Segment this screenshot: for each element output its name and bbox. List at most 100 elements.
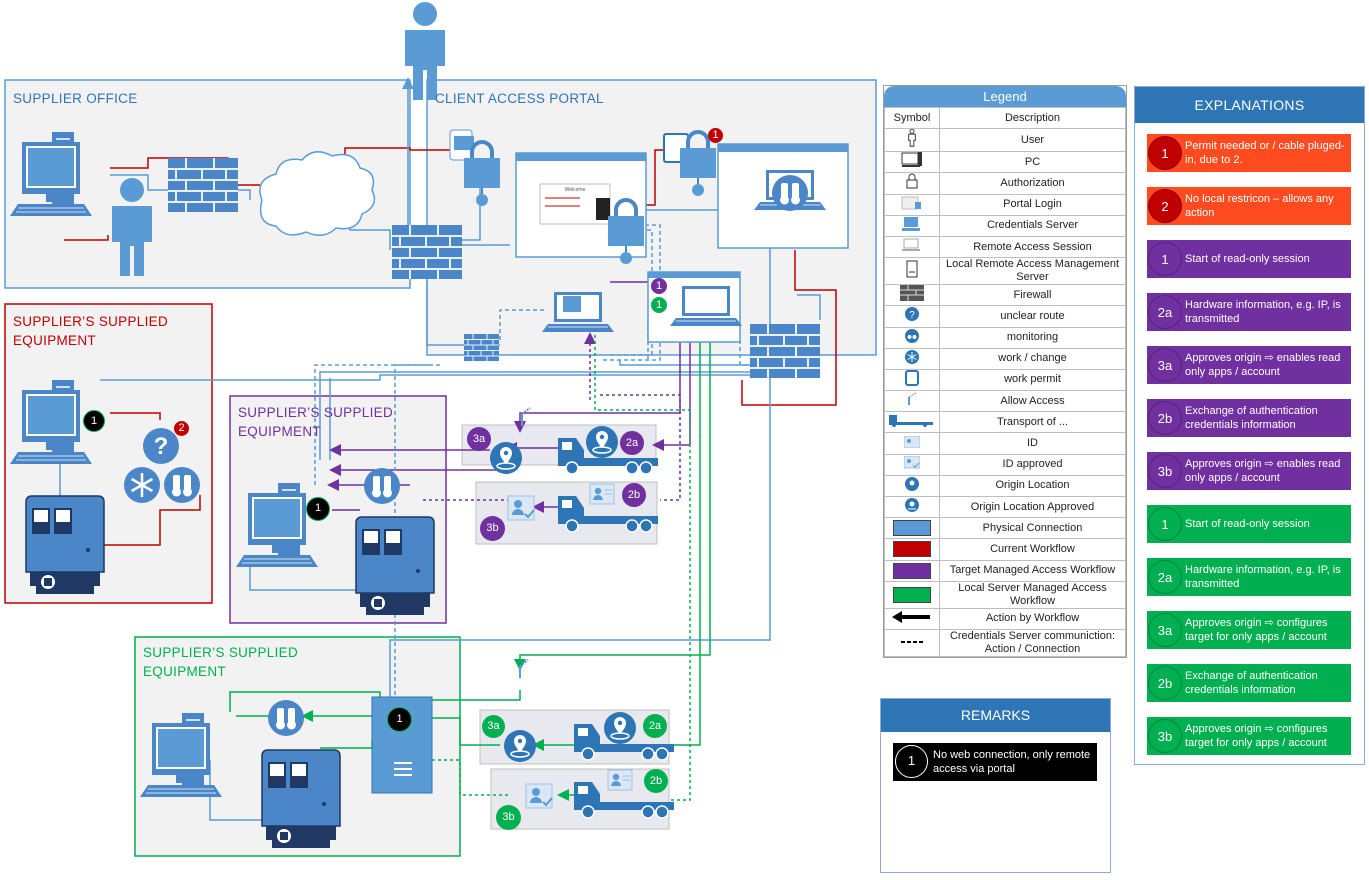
legend-row: Credentials Server communiction: Action … <box>884 628 1126 657</box>
purple-equipment-machine <box>355 516 435 616</box>
legend-row: ? unclear route <box>884 305 1126 328</box>
equipment-red-title: SUPPLIER’S SUPPLIED EQUIPMENT <box>13 314 169 348</box>
portal-login-window: Welcome <box>515 152 647 266</box>
explanation-text: Start of read-only session <box>1185 253 1310 265</box>
client-firewall <box>749 323 821 379</box>
legend-row-label: Origin Location <box>939 474 1126 498</box>
legend-row-label: unclear route <box>939 305 1126 328</box>
explanation-text: Approves origin ⇨ enables read only apps… <box>1185 352 1341 378</box>
legend-row: Local Server Managed Access Workflow <box>884 580 1126 609</box>
explanation-badge: 3a <box>1148 613 1182 647</box>
marker-green-1: 1 <box>651 297 667 313</box>
legend-row-label: Remote Access Session <box>939 235 1126 259</box>
legend-row-label: work permit <box>939 368 1126 392</box>
legend-row-label: Origin Location Approved <box>939 495 1126 519</box>
legend-col-symbol: Symbol <box>884 106 940 130</box>
legend-row-label: Credentials Server communiction: Action … <box>939 628 1126 657</box>
location-approved-icon <box>905 498 919 516</box>
explanation-text: No local restricon – allows any action <box>1185 193 1334 219</box>
question-icon: ? <box>905 307 919 325</box>
legend-row: Allow Access <box>884 390 1126 413</box>
antenna-icon <box>905 392 919 410</box>
marker-black-1-green-zone: 1 <box>387 707 412 732</box>
marker-green-2a: 2a <box>643 714 667 738</box>
explanation-badge: 3a <box>1148 348 1182 382</box>
explanation-badge: 1 <box>1148 242 1182 276</box>
supplier-office-title: SUPPLIER OFFICE <box>13 91 138 106</box>
remarks-panel: REMARKS 1 No web connection, only remote… <box>880 698 1111 873</box>
legend-row: PC <box>884 151 1126 174</box>
explanation-badge: 1 <box>1148 507 1182 541</box>
legend-row: ID approved <box>884 453 1126 476</box>
green-equipment-machine <box>261 749 341 849</box>
legend-row: Physical Connection <box>884 517 1126 540</box>
explanation-text: Exchange of authentication credentials i… <box>1185 670 1318 696</box>
marker-purple-1: 1 <box>651 278 667 294</box>
equipment-purple-title: SUPPLIER’S SUPPLIED EQUIPMENT <box>238 405 394 439</box>
explanation-text: Exchange of authentication credentials i… <box>1185 405 1318 431</box>
legend-row-label: ID approved <box>939 453 1126 476</box>
purple-binoculars-icon <box>364 468 400 504</box>
red-binoculars-icon <box>164 467 200 503</box>
purple-truck-b-id-icon <box>589 483 615 505</box>
marker-purple-2b: 2b <box>622 483 646 507</box>
marker-black-1-purple-zone: 1 <box>306 497 330 521</box>
svg-text:?: ? <box>909 310 915 321</box>
legend-row-label: Authorization <box>939 172 1126 195</box>
legend-row-label: work / change <box>939 347 1126 370</box>
legend-row-label: Physical Connection <box>939 517 1126 540</box>
legend-row: work / change <box>884 347 1126 370</box>
explanation-text: Start of read-only session <box>1185 518 1310 530</box>
equipment-green-title: SUPPLIER’S SUPPLIED EQUIPMENT <box>143 645 299 679</box>
explanation-text: Hardware information, e.g. IP, is transm… <box>1185 564 1341 590</box>
explanation-badge: 2a <box>1148 295 1182 329</box>
pc-icon <box>901 152 923 172</box>
legend-row: Remote Access Session <box>884 235 1126 259</box>
target-workflow-swatch <box>893 562 931 579</box>
firewall-icon <box>900 285 924 305</box>
legend-row: Transport of ... <box>884 411 1126 434</box>
truck-icon <box>889 413 935 431</box>
explanation-text: Approves origin ⇨ enables read only apps… <box>1185 458 1341 484</box>
legend-row: Current Workflow <box>884 538 1126 561</box>
explanation-text: Permit needed or / cable pluged-in, due … <box>1185 140 1345 166</box>
dashed-line-icon <box>901 636 923 649</box>
legend-row: ID <box>884 432 1126 455</box>
padlock-icon <box>906 173 918 193</box>
portal-firewall <box>391 224 463 280</box>
legend-row-label: Local Server Managed Access Workflow <box>939 580 1126 609</box>
marker-purple-2a: 2a <box>620 431 644 455</box>
legend-row-label: Action by Workflow <box>939 607 1126 630</box>
snowflake-icon <box>122 465 162 505</box>
legend-row-label: Firewall <box>939 284 1126 307</box>
marker-black-1-red-zone: 1 <box>83 410 105 432</box>
explanation-badge: 3b <box>1148 454 1182 488</box>
explanation-badge: 2 <box>1148 189 1182 223</box>
mobile-lock-icon <box>449 129 502 208</box>
legend-row: Origin Location Approved <box>884 495 1126 519</box>
green-antenna-icon <box>519 659 529 679</box>
marker-green-3b: 3b <box>496 805 521 830</box>
legend-row: User <box>884 128 1126 153</box>
user-icon <box>906 128 918 151</box>
binoculars-icon <box>905 328 919 347</box>
remark-item: 1 No web connection, only remote access … <box>893 743 1097 781</box>
legend-row: Local Remote Access Management Server <box>884 257 1126 286</box>
small-firewall <box>463 333 500 362</box>
remarks-title: REMARKS <box>881 699 1110 732</box>
explanations-title: EXPLANATIONS <box>1135 87 1364 123</box>
work-permit-lock-icon <box>663 130 718 198</box>
green-location-approved-icon <box>503 729 537 763</box>
legend-row-label: Transport of ... <box>939 411 1126 434</box>
green-binoculars-icon <box>268 700 304 736</box>
